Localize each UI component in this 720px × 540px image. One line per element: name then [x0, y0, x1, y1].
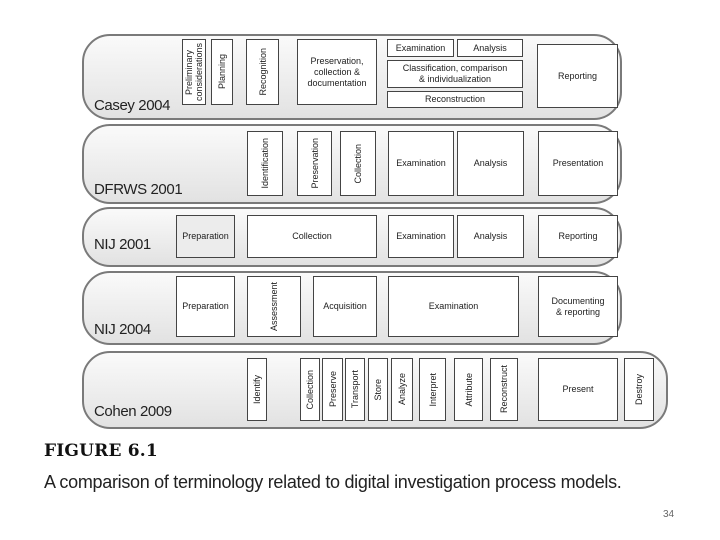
step-label: Collection [292, 231, 332, 241]
figure-label: FIGURE 6.1 [44, 441, 158, 461]
step-preserve: Preserve [322, 358, 343, 421]
step-label: Destroy [634, 373, 644, 405]
step-analysis: Analysis [457, 215, 524, 258]
step-preservation: Preservation [297, 131, 332, 196]
model-label-nij-2004: NIJ 2004 [94, 321, 151, 338]
step-label: Reporting [558, 231, 598, 241]
step-label: Documenting & reporting [551, 295, 605, 317]
step-analysis: Analysis [457, 39, 523, 57]
step-label: Analysis [473, 42, 507, 53]
step-destroy: Destroy [624, 358, 654, 421]
step-label: Classification, comparison & individuali… [402, 63, 508, 84]
step-identify: Identify [247, 358, 267, 421]
step-label: Analysis [473, 231, 508, 241]
step-label: Recognition [257, 48, 268, 96]
step-present: Present [538, 358, 618, 421]
step-label: Interpret [427, 372, 438, 407]
model-label-casey-2004: Casey 2004 [94, 97, 171, 114]
step-planning: Planning [211, 39, 233, 105]
step-assessment: Assessment [247, 276, 301, 337]
step-label: Examination [396, 231, 446, 241]
step-label: Identify [252, 374, 262, 405]
step-label: Examination [428, 301, 479, 311]
figure-caption: A comparison of terminology related to d… [44, 472, 622, 492]
step-label: Preservation, collection & documentation [307, 55, 367, 88]
step-preparation: Preparation [176, 276, 235, 337]
step-label: Analysis [473, 158, 508, 168]
step-label: Store [373, 378, 383, 401]
step-analysis: Analysis [457, 131, 524, 196]
step-classification: Classification, comparison & individuali… [387, 60, 523, 88]
step-collection: Collection [300, 358, 320, 421]
step-reporting: Reporting [537, 44, 618, 108]
step-interpret: Interpret [419, 358, 446, 421]
step-label: Reconstruction [424, 94, 486, 104]
step-preparation: Preparation [176, 215, 235, 258]
step-label: Collection [305, 369, 315, 410]
step-reporting: Reporting [538, 215, 618, 258]
step-identification: Identification [247, 131, 283, 196]
step-label: Preparation [182, 301, 229, 311]
step-label: Identification [260, 138, 270, 189]
step-label: Preserve [327, 371, 338, 408]
step-label: Analyze [397, 373, 407, 406]
step-analyze: Analyze [391, 358, 413, 421]
step-transport: Transport [345, 358, 365, 421]
step-label: Examination [396, 158, 446, 168]
step-label: Preliminary considerations [184, 42, 204, 102]
step-label: Transport [350, 370, 360, 409]
step-recognition: Recognition [246, 39, 279, 105]
model-label-dfrws-2001: DFRWS 2001 [94, 181, 183, 198]
step-examination: Examination [388, 215, 454, 258]
step-label: Planning [217, 54, 227, 90]
model-label-cohen-2009: Cohen 2009 [94, 403, 172, 420]
step-examination: Examination [387, 39, 454, 57]
step-presentation: Presentation [538, 131, 618, 196]
page-number: 34 [663, 509, 675, 520]
model-label-nij-2001: NIJ 2001 [94, 236, 151, 253]
step-label: Preparation [182, 231, 229, 241]
step-preservation-collection-documentation: Preservation, collection & documentation [297, 39, 377, 105]
step-store: Store [368, 358, 388, 421]
step-reconstruction: Reconstruction [387, 91, 523, 108]
step-label: Preservation [309, 138, 320, 189]
step-preliminary-considerations: Preliminary considerations [182, 39, 206, 105]
step-label: Reporting [557, 70, 598, 81]
step-attribute: Attribute [454, 358, 483, 421]
step-label: Presentation [552, 158, 604, 168]
step-reconstruct: Reconstruct [490, 358, 518, 421]
step-examination: Examination [388, 276, 519, 337]
step-label: Collection [353, 143, 363, 184]
step-label: Examination [395, 42, 446, 53]
step-label: Reconstruct [499, 365, 509, 414]
step-collection: Collection [340, 131, 376, 196]
step-label: Assessment [269, 281, 279, 332]
step-collection: Collection [247, 215, 377, 258]
step-label: Present [562, 384, 594, 394]
step-acquisition: Acquisition [313, 276, 377, 337]
step-documenting-reporting: Documenting & reporting [538, 276, 618, 337]
step-examination: Examination [388, 131, 454, 196]
step-label: Attribute [463, 372, 474, 407]
step-label: Acquisition [323, 301, 367, 311]
